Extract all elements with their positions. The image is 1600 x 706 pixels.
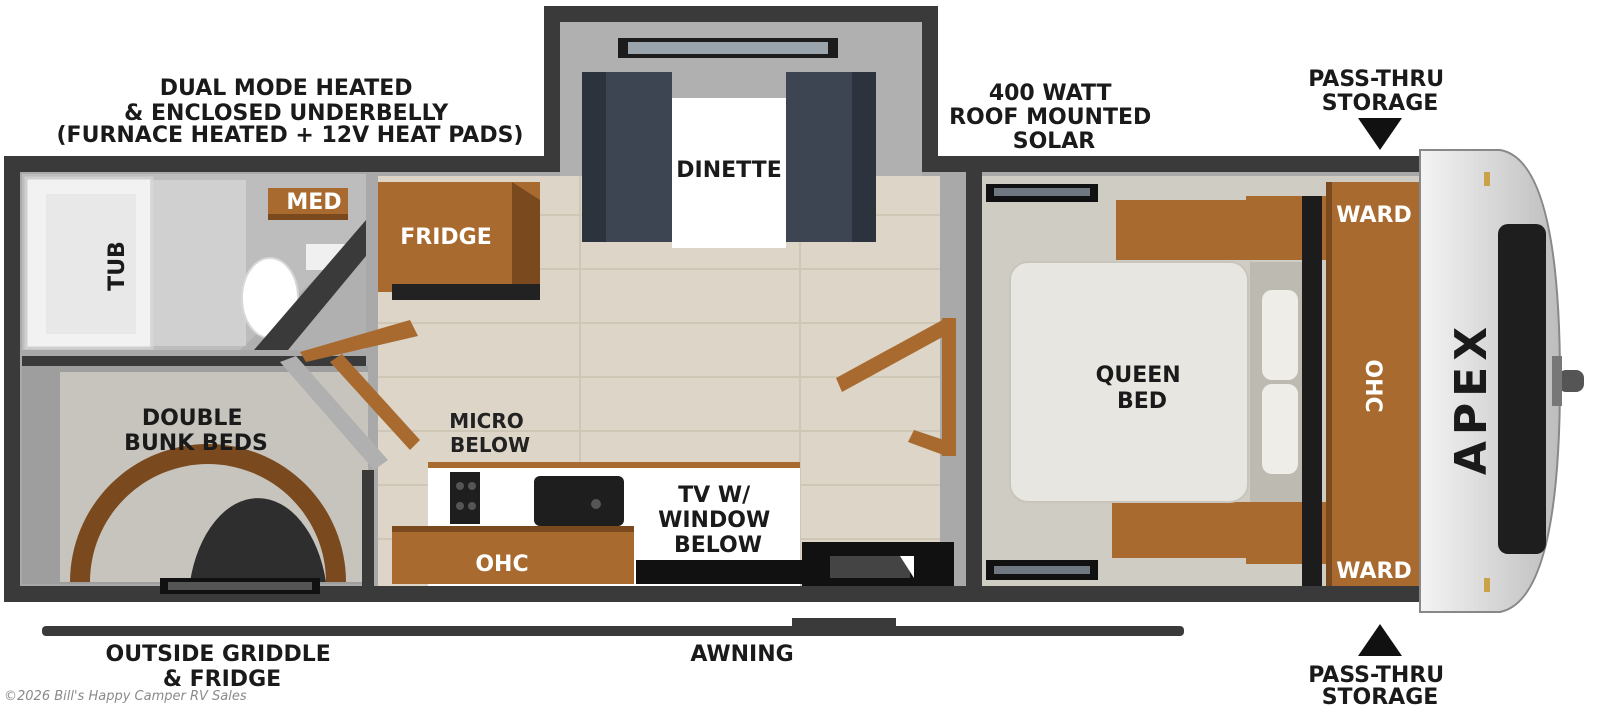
queen-bed-label: QUEEN BED [1096, 363, 1189, 414]
underbelly-line1: DUAL MODE HEATED [160, 76, 413, 101]
dinette [582, 38, 876, 248]
solar-label: 400 WATT ROOF MOUNTED SOLAR [949, 81, 1159, 154]
underbelly-line3: (FURNACE HEATED + 12V HEAT PADS) [57, 123, 524, 148]
fridge [378, 182, 540, 300]
tv-label: TV W/ WINDOW BELOW [658, 483, 778, 558]
ward-bottom-label: WARD [1336, 559, 1412, 584]
dinette-table [672, 98, 786, 248]
wardrobe-ohc [1326, 182, 1420, 586]
med-label: MED [286, 190, 341, 215]
front-cap [1419, 149, 1584, 613]
storage-arrow-up-icon [1358, 624, 1402, 656]
griddle-label: OUTSIDE GRIDDLE & FRIDGE [106, 642, 339, 692]
fridge-label: FRIDGE [400, 225, 492, 250]
queen-bed [1009, 261, 1249, 503]
dinette-label: DINETTE [676, 158, 781, 183]
bunk-room [22, 366, 374, 594]
underbelly-line2: & ENCLOSED UNDERBELLY [124, 101, 449, 126]
tub-label: TUB [105, 241, 130, 291]
brand-logo: APEX [1446, 321, 1497, 475]
storage-top-label: PASS-THRU STORAGE [1308, 67, 1452, 116]
micro-label: MICRO BELOW [449, 409, 530, 457]
kitchen [392, 462, 954, 586]
med-cabinet [268, 188, 348, 218]
awning-bar [42, 618, 1184, 636]
awning-label: AWNING [690, 642, 793, 667]
bedroom-ohc-label: OHC [1360, 359, 1385, 412]
doors [280, 320, 420, 470]
bathroom [22, 174, 366, 366]
underbelly-label: DUAL MODE HEATED & ENCLOSED UNDERBELLY (… [57, 76, 524, 148]
bedroom [982, 176, 1420, 586]
stove-icon [450, 472, 480, 524]
copyright: ©2026 Bill's Happy Camper RV Sales [4, 689, 247, 704]
ward-top-label: WARD [1336, 203, 1412, 228]
bedroom-wall [966, 172, 982, 586]
entry-door [836, 318, 956, 456]
sink-icon [534, 476, 624, 526]
bunks-label: DOUBLE BUNK BEDS [124, 406, 268, 456]
hitch [1558, 370, 1584, 392]
storage-bottom-label: PASS-THRU STORAGE [1308, 663, 1452, 706]
storage-arrow-down-icon [1358, 118, 1402, 150]
kitchen-ohc [392, 528, 634, 584]
kitchen-ohc-label: OHC [475, 552, 528, 577]
